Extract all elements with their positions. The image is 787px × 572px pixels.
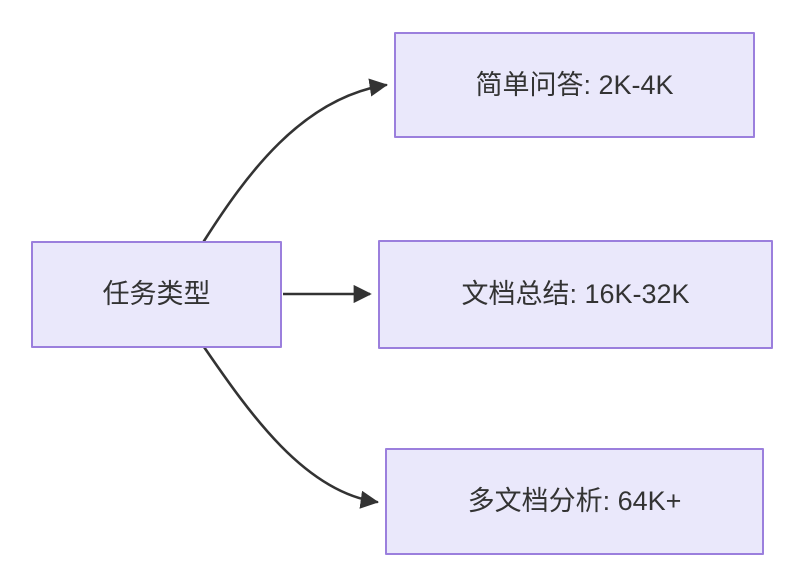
node-simple-qa[interactable]: 简单问答: 2K-4K [394, 32, 755, 138]
node-task-type-label: 任务类型 [102, 279, 211, 310]
edge-source-to-multidoc [202, 345, 379, 509]
edge-source-to-qa [202, 78, 388, 243]
node-task-type[interactable]: 任务类型 [31, 241, 282, 348]
node-multi-document-analysis[interactable]: 多文档分析: 64K+ [385, 448, 764, 555]
node-document-summary-label: 文档总结: 16K-32K [461, 279, 690, 310]
node-simple-qa-label: 简单问答: 2K-4K [475, 69, 674, 100]
node-multi-document-analysis-label: 多文档分析: 64K+ [467, 486, 682, 517]
node-document-summary[interactable]: 文档总结: 16K-32K [378, 240, 773, 349]
